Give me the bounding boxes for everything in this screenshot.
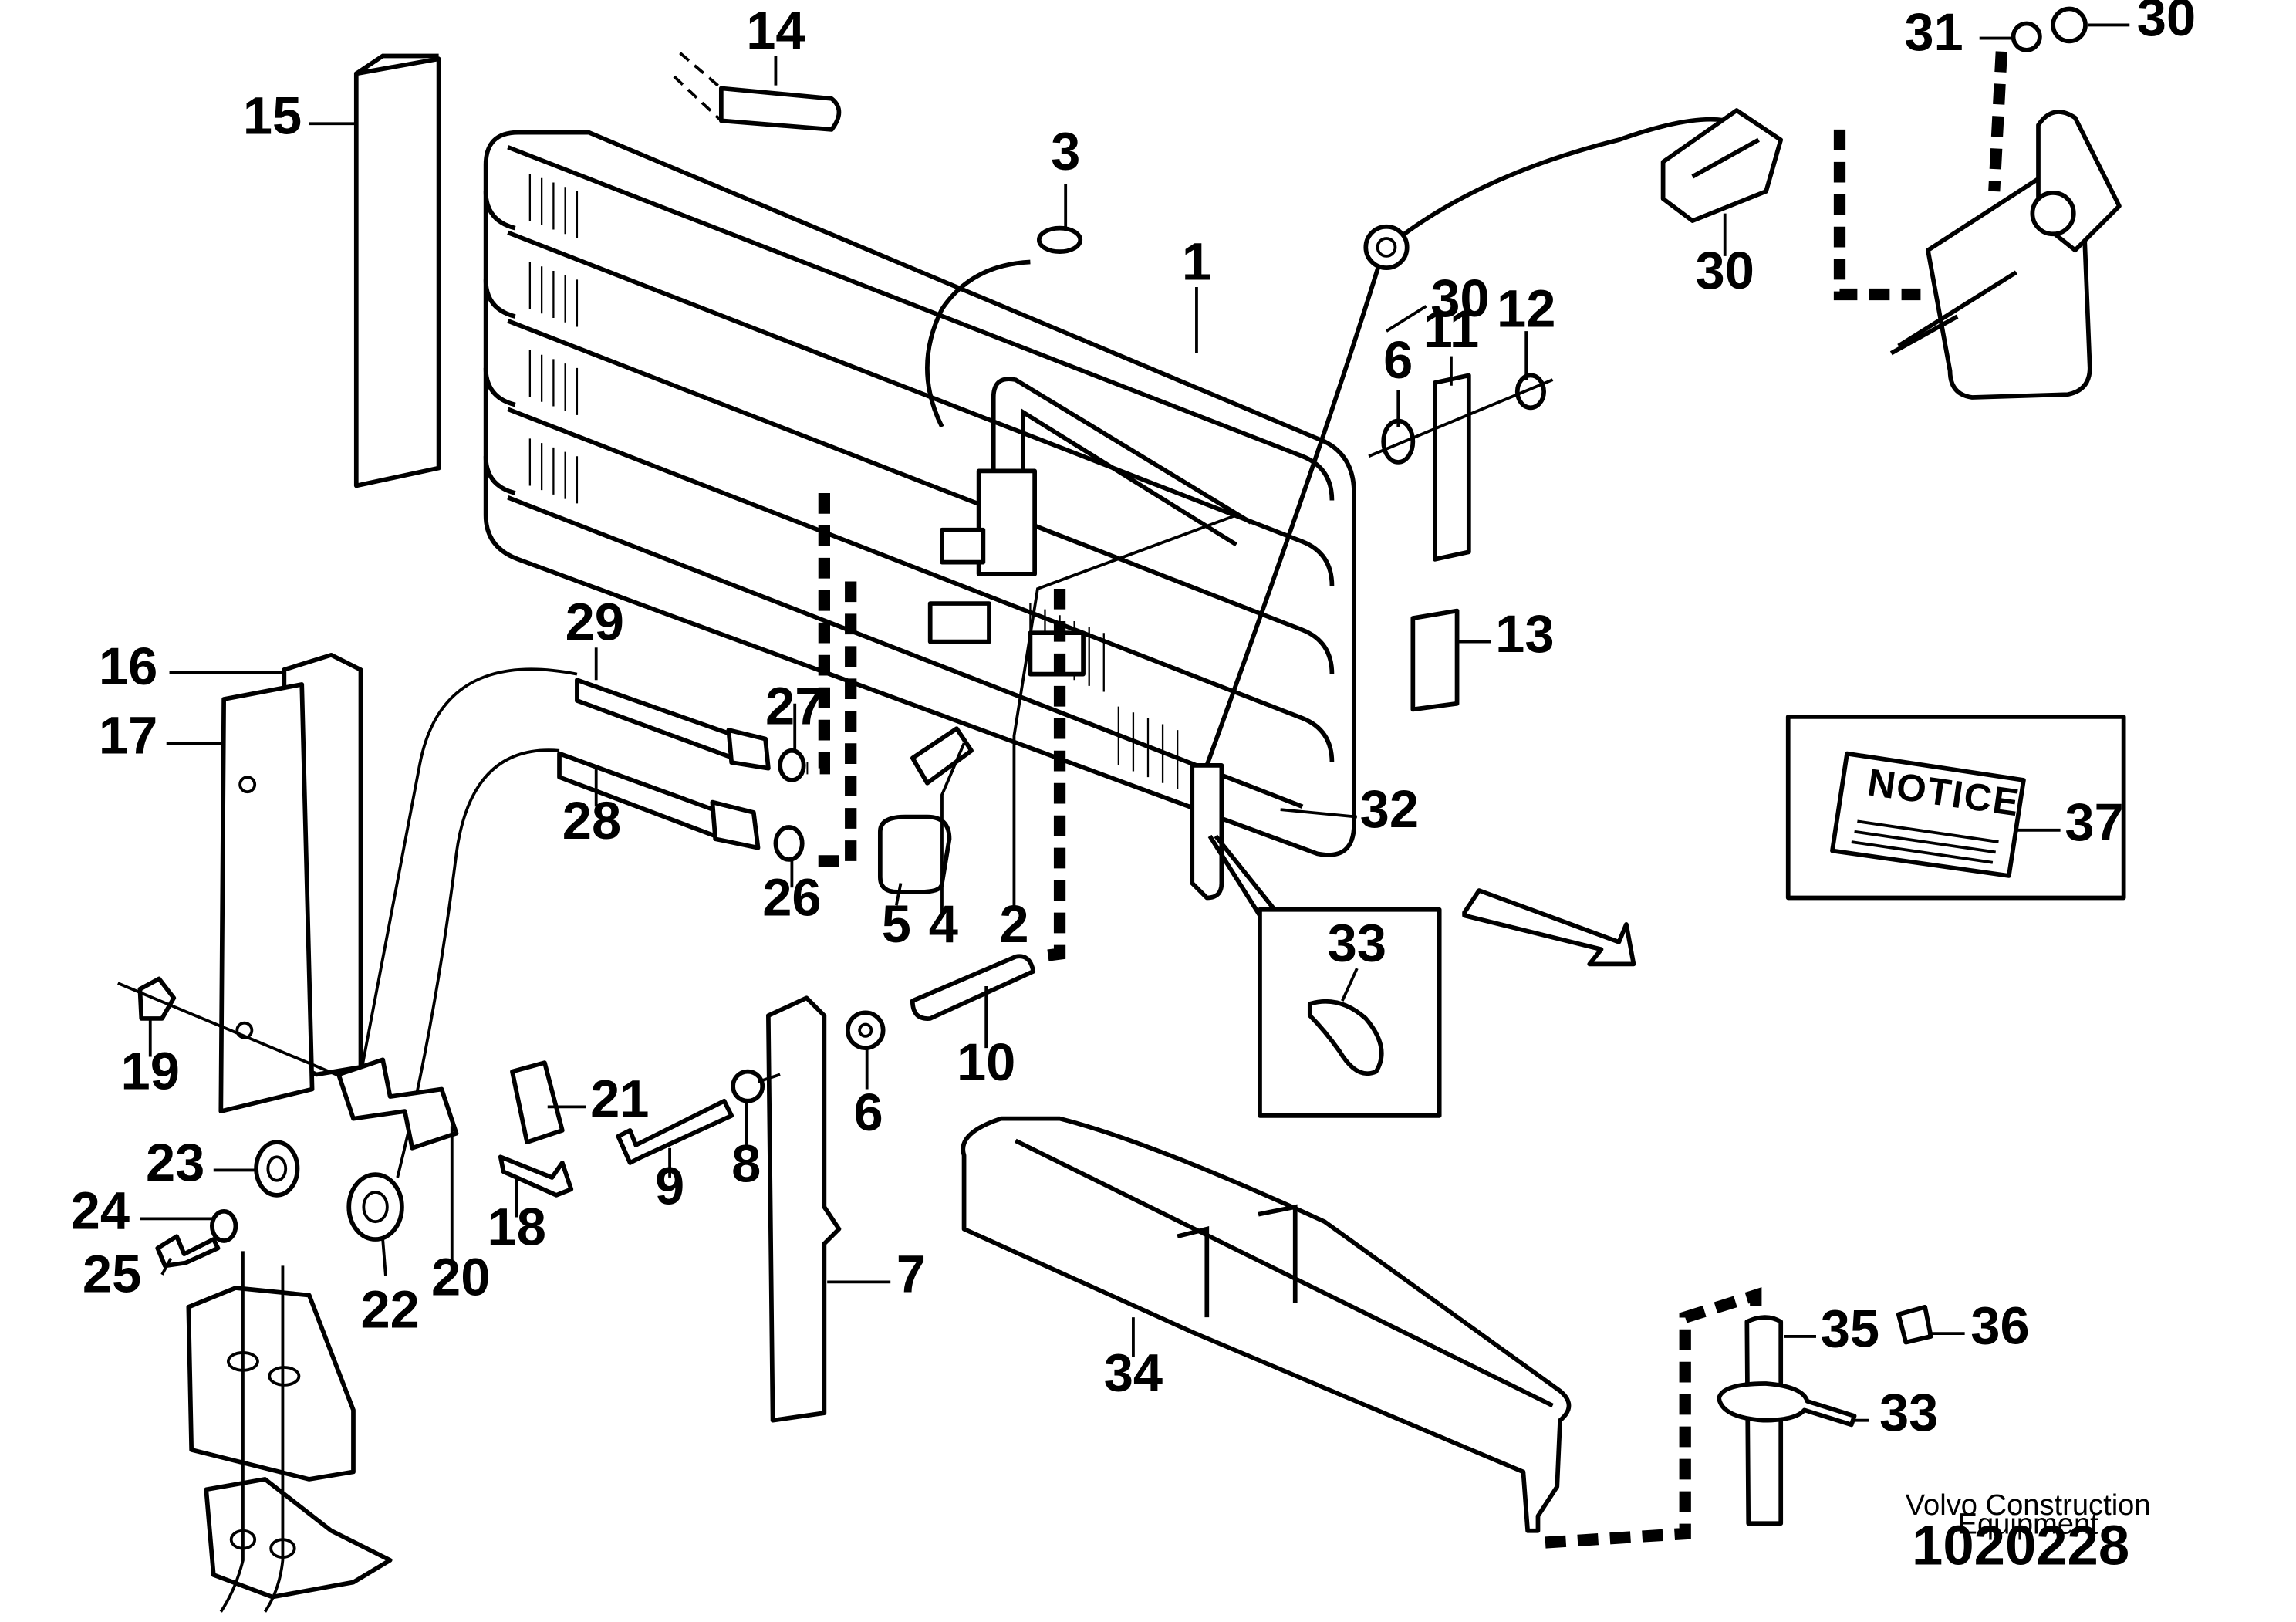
dash-35 (1545, 1287, 1762, 1549)
credit-line-2: Equipment (1958, 1508, 2099, 1541)
callout-3: 3 (1051, 121, 1080, 181)
callout-4: 4 (929, 894, 958, 954)
callout-32: 32 (1360, 779, 1419, 839)
grommet-22 (346, 1172, 404, 1242)
callout-22: 22 (360, 1280, 419, 1340)
plate-11 (1433, 373, 1471, 562)
o-ring-27 (778, 748, 806, 782)
dash-27 (806, 492, 830, 775)
callout-16: 16 (99, 637, 157, 696)
leader-lines (140, 23, 2130, 1422)
callout-12: 12 (1497, 279, 1555, 338)
callout-29: 29 (566, 593, 624, 652)
washer-8 (731, 1069, 765, 1103)
callout-27: 27 (765, 676, 824, 735)
evaporator-core (483, 130, 1356, 901)
callout-1: 1 (1182, 231, 1211, 291)
pad-13 (1410, 608, 1460, 712)
capillary-tube (1204, 117, 1754, 766)
callout-35: 35 (1821, 1299, 1879, 1358)
hose-29-routing (359, 667, 578, 1075)
callout-31: 31 (1904, 2, 1963, 62)
callout-17: 17 (99, 706, 157, 765)
callout-14: 14 (746, 1, 805, 60)
callout-7: 7 (896, 1245, 926, 1304)
callout-37: 37 (2065, 792, 2123, 852)
callout-9: 9 (655, 1156, 684, 1215)
callout-labels: 1 2 3 4 5 6 6 7 8 9 10 11 12 13 14 15 16… (71, 0, 2196, 1442)
callout-15: 15 (243, 86, 302, 146)
dash-10 (1036, 588, 1066, 963)
direction-arrow (1462, 888, 1636, 967)
hose-29 (575, 678, 738, 761)
clip-20 (336, 1057, 459, 1151)
callout-18: 18 (488, 1198, 546, 1257)
mounting-block-upper (186, 1286, 356, 1482)
clip-36 (1896, 1304, 1933, 1345)
credit-line-1: Volvo Construction (1906, 1489, 2151, 1522)
dash-26 (806, 581, 857, 867)
nut-30 (2051, 6, 2088, 44)
o-ring-26 (773, 825, 805, 862)
drain-tray-34 (961, 1116, 1572, 1533)
drawing-number: 1020228 (1912, 1515, 2129, 1577)
callout-11: 11 (1423, 299, 1480, 359)
dash-bracket (1988, 51, 2007, 192)
callout-6-top: 6 (1383, 330, 1413, 390)
callout-24: 24 (71, 1181, 130, 1241)
callout-8: 8 (731, 1134, 761, 1194)
bracket-17 (218, 682, 315, 1113)
core-strap (925, 259, 1031, 428)
sleeve-10 (910, 954, 1036, 1021)
callout-36: 36 (1970, 1296, 2029, 1355)
foam-strip-15 (353, 56, 441, 488)
callout-33-inset: 33 (1328, 914, 1386, 973)
cable-tie-33-lower (1717, 1381, 1857, 1428)
fitting-28 (710, 799, 761, 850)
callout-34: 34 (1104, 1343, 1163, 1403)
bracket-7 (766, 995, 842, 1423)
grommet-23 (254, 1140, 300, 1198)
mounting-block-lower (204, 1477, 393, 1600)
credit-block: Volvo Construction Equipment 1020228 (1906, 1489, 2151, 1577)
callout-10: 10 (957, 1032, 1015, 1092)
washer-31 (2011, 21, 2042, 52)
callout-20: 20 (431, 1248, 490, 1307)
callout-30-nut: 30 (2137, 0, 2196, 47)
thermostat-bracket (1889, 110, 2122, 400)
cable-tie-33-inset (1307, 999, 1384, 1076)
fitting-29 (726, 728, 771, 771)
callout-5: 5 (882, 894, 911, 954)
callout-2: 2 (999, 894, 1028, 954)
callout-23: 23 (146, 1133, 204, 1192)
grommet-30 (1363, 224, 1410, 271)
nut-12 (1514, 373, 1546, 411)
washer-24 (210, 1208, 238, 1243)
callout-33-lower: 33 (1879, 1383, 1938, 1442)
screw-25 (155, 1234, 221, 1269)
callout-26: 26 (762, 867, 821, 927)
bolt-9 (616, 1098, 734, 1165)
callout-6-bottom: 6 (853, 1083, 883, 1142)
callout-25: 25 (83, 1245, 141, 1304)
callout-19: 19 (121, 1042, 180, 1101)
o-ring-3 (1036, 225, 1083, 255)
washer-6-top (1381, 418, 1416, 465)
dash-thermostat (1833, 129, 1921, 301)
hose-14 (718, 86, 842, 132)
callout-30-switch: 30 (1696, 241, 1754, 300)
screw-18 (498, 1154, 574, 1198)
callout-28: 28 (562, 791, 621, 850)
callout-21: 21 (590, 1070, 649, 1129)
thermostat-switch (1660, 108, 1784, 223)
washer-6-bottom (846, 1010, 886, 1050)
callout-30-capillary: 30 (1430, 269, 1489, 328)
clip-21 (510, 1060, 565, 1145)
callout-13: 13 (1495, 604, 1554, 664)
